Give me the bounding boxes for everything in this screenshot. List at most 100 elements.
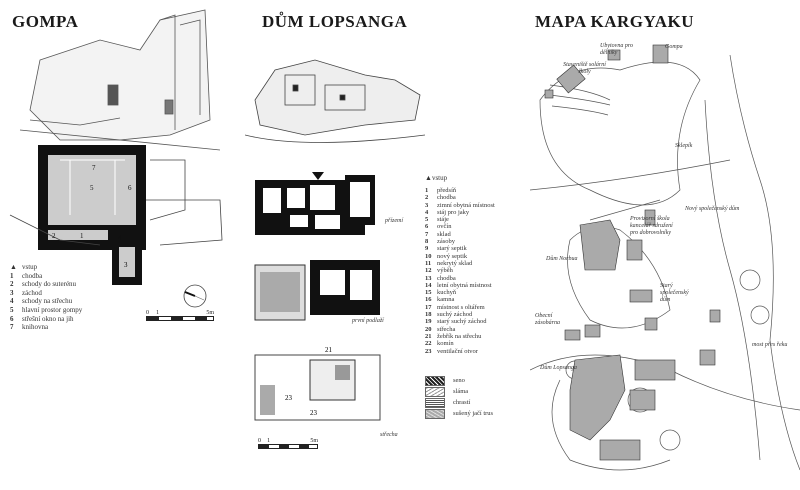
- legend-label: chodba: [437, 194, 456, 202]
- materials-legend: seno sláma chrastí sušený jačí trus: [425, 375, 493, 419]
- lopsang-title: DŮM LOPSANGA: [262, 12, 408, 31]
- legend-item: 5 stáje: [425, 216, 495, 223]
- map-label-village-storage: Obecní zásobárna: [535, 313, 561, 326]
- legend-number: 16: [425, 296, 432, 304]
- legend-item: 8 zásoby: [425, 238, 495, 245]
- legend-label: suchý záchod: [437, 311, 473, 319]
- entry-arrow-icon: [312, 172, 324, 180]
- gompa-plan-lower: 3: [112, 240, 142, 285]
- legend-item: 21 žebřík na střechu: [425, 333, 495, 340]
- legend-label: nekrytý sklad: [437, 259, 473, 267]
- legend-number: 17: [425, 303, 432, 311]
- legend-number: 2: [425, 194, 429, 202]
- legend-number: 8: [425, 238, 429, 246]
- lopsang-legend: 1 předsíň 2 chodba 3 zimní obytná místnost 4 st…: [425, 187, 495, 355]
- legend-label: ovčín: [437, 223, 452, 231]
- map-label-gompa: Gompa: [665, 44, 683, 50]
- map-label-workers-lodging: Ubytovna pro dělníky: [600, 43, 633, 56]
- legend-number: 6: [425, 223, 429, 231]
- legend-item: 12 výběh: [425, 267, 495, 274]
- legend-label: komín: [437, 340, 454, 348]
- legend-number: 22: [425, 340, 432, 348]
- gompa-north-arrow-icon: [183, 284, 207, 308]
- floor-label-ground: přízemí: [385, 218, 403, 224]
- legend-label: nový septik: [437, 252, 468, 260]
- legend-item: 3 zimní obytná místnost: [425, 202, 495, 209]
- legend-label: zimní obytná místnost: [437, 201, 495, 209]
- legend-number: 4: [425, 208, 429, 216]
- map-label-cellar: Sklepík: [675, 143, 693, 149]
- legend-number: 5: [425, 216, 429, 224]
- kargyak-map: [530, 44, 800, 471]
- map-label-temporary-school: Provizorní škola kancelář sdružení pro d…: [630, 216, 673, 236]
- legend-number: 19: [425, 318, 432, 326]
- map-label-lopsang-house: Dům Lopsanga: [540, 365, 577, 371]
- legend-item: 9 starý septik: [425, 245, 495, 252]
- legend-item: 13 chodba: [425, 275, 495, 282]
- floor-label-first: první podlaží: [352, 318, 384, 324]
- svg-text:2: 2: [52, 232, 56, 240]
- legend-number: 1: [425, 187, 429, 194]
- legend-label: místnost s oltářem: [437, 303, 485, 311]
- legend-number: 21: [425, 332, 432, 340]
- legend-number: 13: [425, 274, 432, 282]
- legend-label: sklad: [437, 230, 451, 238]
- floor-label-roof: střecha: [380, 432, 398, 438]
- svg-text:6: 6: [128, 184, 132, 192]
- legend-number: 9: [425, 245, 429, 253]
- legend-item: 17 místnost s oltářem: [425, 304, 495, 311]
- legend-label: žebřík na střechu: [437, 332, 482, 340]
- legend-item: 7 sklad: [425, 231, 495, 238]
- legend-item: 20 střecha: [425, 326, 495, 333]
- legend-label: předsíň: [437, 187, 457, 194]
- legend-label: starý suchý záchod: [437, 318, 487, 326]
- map-label-old-community-house: Starý společenský dům: [660, 283, 689, 303]
- legend-item: 6 ovčín: [425, 223, 495, 230]
- legend-label: střecha: [437, 325, 456, 333]
- lopsang-floor-plans: 23 23 21: [254, 172, 381, 421]
- legend-number: 23: [425, 347, 432, 355]
- legend-number: 3: [425, 201, 429, 209]
- map-label-solar-school: Staveniště solární školy: [563, 62, 606, 75]
- map-label-river-bridge: most přes řeku: [752, 342, 788, 348]
- legend-label: výběh: [437, 267, 453, 275]
- legend-label: letní obytná místnost: [437, 281, 492, 289]
- legend-number: 20: [425, 325, 432, 333]
- legend-label: stáj pro jaky: [437, 208, 470, 216]
- legend-number: 15: [425, 289, 432, 297]
- legend-number: 11: [425, 259, 432, 267]
- lopsang-entry: ▲vstup: [425, 174, 448, 182]
- legend-item: 1 předsíň: [425, 187, 495, 194]
- map-label-new-community-house: Nový společenský dům: [685, 206, 740, 212]
- legend-label: starý septik: [437, 245, 467, 253]
- legend-item: 2 chodba: [425, 194, 495, 201]
- lopsang-sketch: [245, 59, 426, 143]
- legend-number: 18: [425, 311, 432, 319]
- legend-label: zásoby: [437, 238, 456, 246]
- legend-item: 4 stáj pro jaky: [425, 209, 495, 216]
- legend-number: 12: [425, 267, 432, 275]
- svg-text:1: 1: [80, 232, 84, 240]
- legend-item: 11 nekrytý sklad: [425, 260, 495, 267]
- legend-label: stáje: [437, 216, 449, 224]
- legend-number: 10: [425, 252, 432, 260]
- svg-text:21: 21: [325, 346, 333, 354]
- gompa-title: GOMPA: [12, 12, 79, 31]
- svg-text:23: 23: [285, 394, 293, 402]
- legend-label: chodba: [437, 274, 456, 282]
- svg-text:23: 23: [310, 409, 318, 417]
- legend-number: 7: [425, 230, 429, 238]
- svg-text:4: 4: [118, 234, 122, 242]
- map-label-norbu-house: Dům Norbua: [546, 256, 578, 262]
- svg-text:5: 5: [90, 184, 94, 192]
- map-title: MAPA KARGYAKU: [535, 12, 695, 31]
- legend-item: 22 komín: [425, 340, 495, 347]
- legend-item: 19 starý suchý záchod: [425, 318, 495, 325]
